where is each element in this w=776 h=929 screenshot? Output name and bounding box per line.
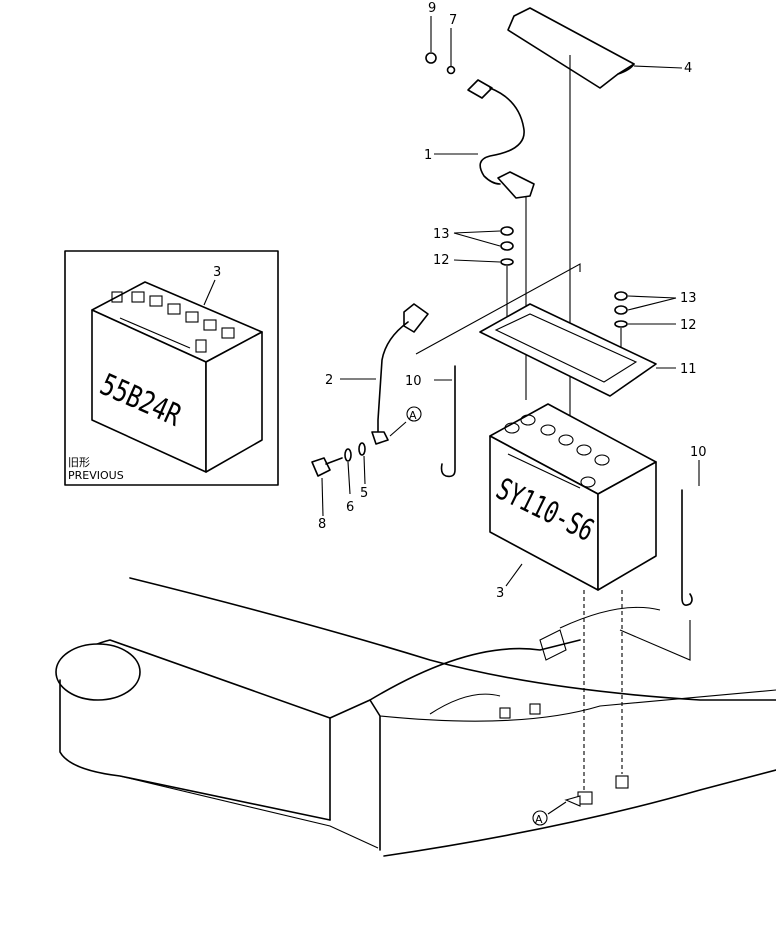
- machine-frame: A: [55, 577, 776, 857]
- callout-13-left: 13: [433, 227, 450, 242]
- callout-12-left: 12: [433, 253, 450, 268]
- callout-5: 5: [360, 486, 368, 501]
- callout-10-right: 10: [690, 445, 707, 460]
- hold-down-bracket: 11: [415, 263, 697, 397]
- callout-8: 8: [318, 517, 326, 532]
- caption-japanese: 旧形: [68, 456, 90, 469]
- nuts-washers-left: 13 12: [433, 226, 514, 320]
- previous-battery-inset: 55B24R 3 旧形 PREVIOUS: [64, 250, 279, 486]
- caption-previous: PREVIOUS: [68, 469, 124, 482]
- callout-7: 7: [449, 13, 457, 28]
- callout-9: 9: [428, 1, 436, 16]
- callout-2: 2: [325, 373, 333, 388]
- callout-12-right: 12: [680, 318, 697, 333]
- previous-battery: 55B24R: [91, 281, 263, 473]
- callout-3-inset: 3: [213, 265, 221, 280]
- ref-mark-a-cable: A: [409, 409, 417, 422]
- callout-13-right: 13: [680, 291, 697, 306]
- callout-3-main: 3: [496, 586, 504, 601]
- nuts-washers-right: 13 12: [614, 291, 697, 380]
- callout-11: 11: [680, 362, 697, 377]
- ground-bolt-set: 5 6 8: [311, 442, 368, 532]
- callout-6: 6: [346, 500, 354, 515]
- main-battery: SY110-S6 3: [489, 403, 657, 601]
- ref-mark-a-frame: A: [535, 813, 543, 826]
- positive-cable: 9 7 1: [424, 1, 535, 400]
- j-bolts: 10 10: [405, 365, 707, 606]
- callout-1: 1: [424, 148, 432, 163]
- callout-4: 4: [684, 61, 692, 76]
- negative-cable: 2 A: [325, 303, 429, 445]
- callout-10-left: 10: [405, 374, 422, 389]
